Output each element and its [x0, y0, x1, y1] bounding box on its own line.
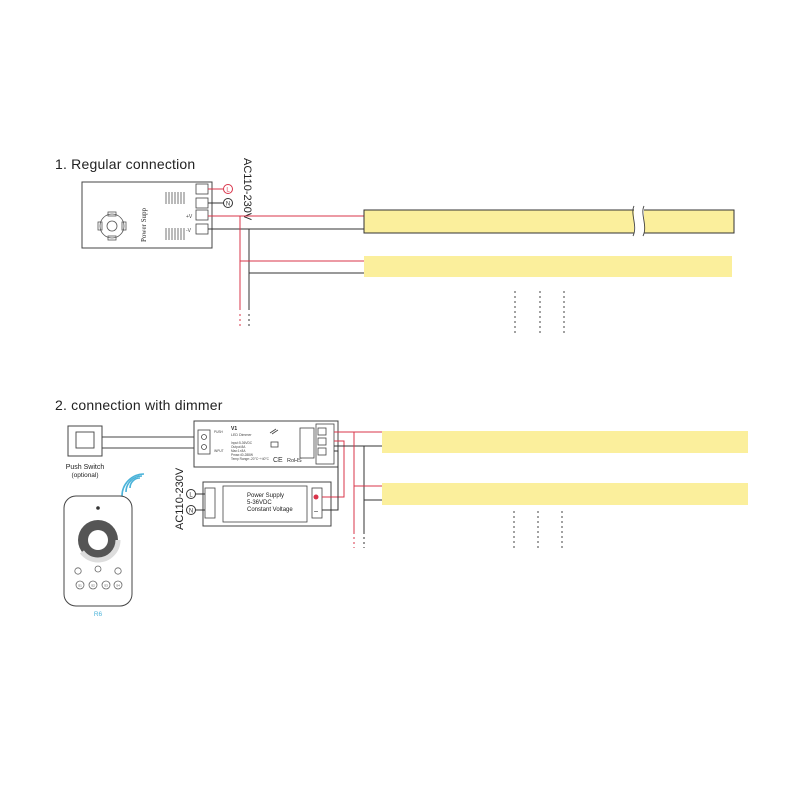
svg-text:LED Dimmer: LED Dimmer — [231, 433, 252, 437]
led-strip-3 — [382, 431, 748, 453]
led-strip-2 — [364, 256, 732, 277]
dimmer-spec-5: Temp Range:-20°C~+40°C — [231, 457, 270, 461]
remote-key-s3: S3 — [104, 583, 108, 587]
ac-terminal-l-2: L — [186, 489, 205, 499]
dimmer-spec-3: Max:1×8A — [231, 449, 246, 453]
push-switch — [67, 425, 196, 457]
ac-voltage-label-1: AC110-230V — [241, 158, 253, 221]
power-supply-unit: Power Supp +V -V — [81, 181, 213, 249]
remote-key-s1: S1 — [78, 583, 82, 587]
ps-line1: Power Supply — [247, 493, 284, 499]
power-supply-label: Power Supp — [140, 207, 148, 242]
svg-text:+V: +V — [186, 214, 193, 220]
ac-terminal-n: N — [208, 198, 233, 208]
svg-text:V1: V1 — [231, 426, 237, 432]
svg-text:L: L — [226, 188, 230, 194]
dimmer-spec-1: Input:5-36VDC — [231, 441, 253, 445]
led-strip-4 — [382, 483, 748, 505]
power-supply-unit-2: − Power Supply 5-36VDC Constant Voltage — [202, 481, 332, 527]
vent-slots — [165, 192, 185, 240]
wires-section2 — [322, 431, 382, 548]
led-strip-long — [363, 205, 735, 237]
wires-section1 — [208, 215, 364, 326]
svg-text:-V: -V — [186, 228, 192, 234]
continuation-dots-2 — [513, 511, 563, 551]
svg-text:−: − — [314, 507, 319, 516]
push-switch-label: Push Switch — [66, 464, 105, 471]
remote-key-s4: S4 — [116, 583, 120, 587]
remote-label: R6 — [94, 611, 103, 618]
svg-text:PUSH: PUSH — [214, 430, 224, 434]
dimmer-spec-2: Output:8A — [231, 445, 246, 449]
svg-text:CE: CE — [273, 457, 283, 464]
dimmer-unit: PUSH INPUT V1 LED Dimmer Input:5-36VDC O… — [193, 420, 339, 468]
remote-r6: S1 S2 S3 S4 — [63, 495, 133, 607]
wireless-signal-icon — [121, 473, 145, 497]
antenna-icon — [269, 428, 279, 448]
section1-title: 1. Regular connection — [55, 156, 196, 172]
remote-buttons — [74, 565, 123, 590]
section2-title: 2. connection with dimmer — [55, 397, 223, 413]
fan-grille-icon — [97, 211, 127, 241]
ps-line2: 5-36VDC — [247, 500, 272, 506]
svg-text:RoHS: RoHS — [287, 458, 302, 464]
svg-text:L: L — [189, 493, 193, 499]
svg-text:INPUT: INPUT — [214, 449, 224, 453]
continuation-dots-1 — [514, 291, 565, 333]
dimmer-spec-4: Pmax:40-288W — [231, 453, 253, 457]
ac-terminal-n-2: N — [186, 505, 205, 515]
push-switch-note: (optional) — [71, 472, 98, 479]
remote-key-s2: S2 — [91, 583, 95, 587]
ps-line3: Constant Voltage — [247, 507, 293, 513]
remote-indicator-dot — [96, 506, 100, 510]
svg-text:N: N — [226, 202, 230, 208]
ac-terminal-l: L — [208, 184, 233, 194]
dimmer-output-terminals — [299, 423, 335, 465]
svg-text:N: N — [189, 509, 193, 515]
ac-voltage-label-2: AC110-230V — [174, 467, 186, 530]
